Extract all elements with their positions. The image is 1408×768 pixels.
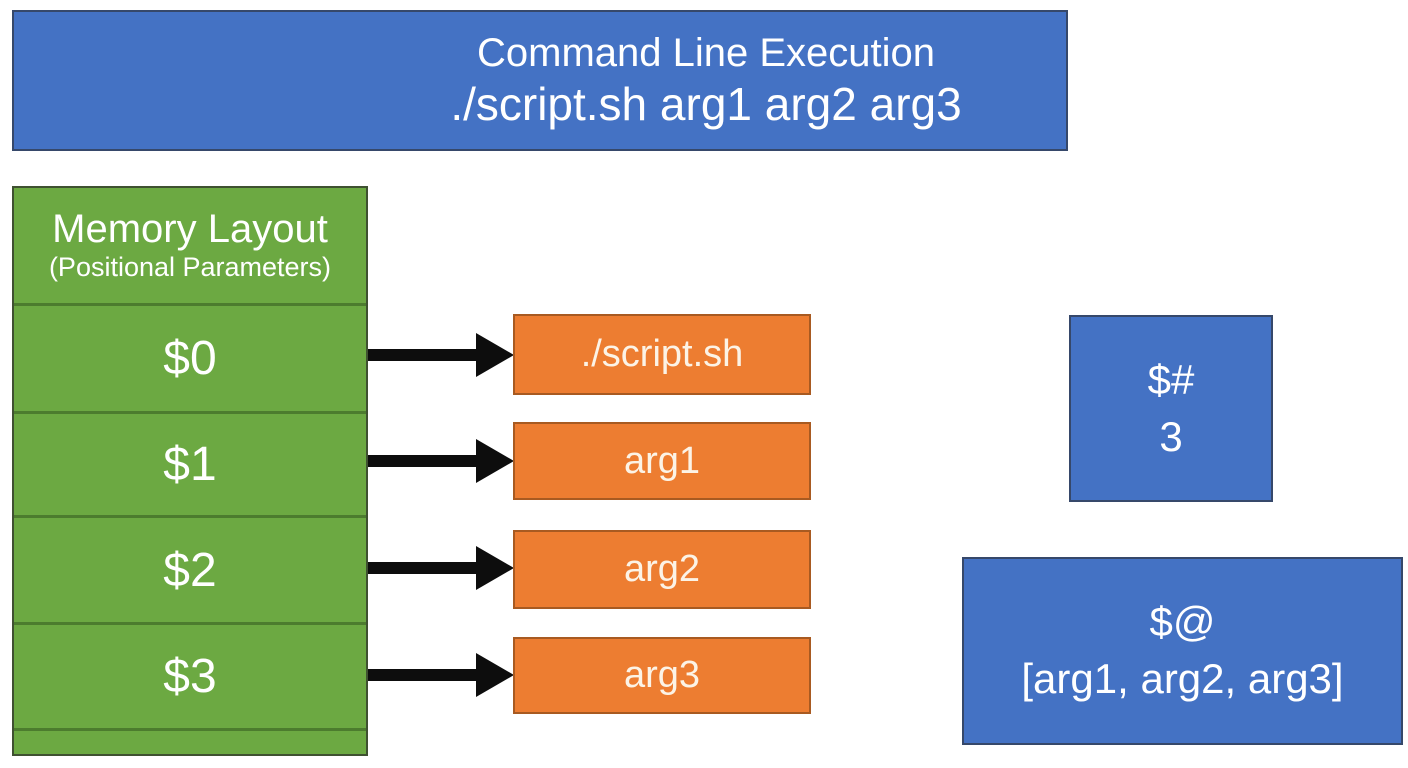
special-var-count-box: $# 3 — [1069, 315, 1273, 502]
value-box-arg1-label: arg1 — [623, 439, 701, 482]
memory-slot-1-label: $1 — [163, 438, 217, 491]
special-var-all-box: $@ [arg1, arg2, arg3] — [962, 557, 1403, 745]
memory-slot-0: $0 — [14, 303, 366, 411]
value-box-arg3: arg3 — [513, 637, 811, 714]
arrow-icon-slot1 — [368, 439, 514, 483]
value-box-script-label: ./script.sh — [580, 333, 744, 375]
memory-slot-empty — [14, 728, 366, 754]
value-box-arg1: arg1 — [513, 422, 811, 500]
memory-slot-2-label: $2 — [163, 543, 217, 597]
arrow-icon-slot3 — [368, 653, 514, 697]
banner-text-block: Command Line Execution ./script.sh arg1 … — [14, 29, 1066, 132]
command-line-banner: Command Line Execution ./script.sh arg1 … — [12, 10, 1068, 151]
banner-title: Command Line Execution — [476, 30, 936, 75]
memory-slot-2: $2 — [14, 515, 366, 622]
memory-slot-0-label: $0 — [163, 332, 217, 385]
arrow-icon-slot2 — [368, 546, 514, 590]
memory-layout-table: Memory Layout (Positional Parameters) $0… — [12, 186, 368, 756]
memory-slot-3: $3 — [14, 622, 366, 728]
memory-slot-3-label: $3 — [163, 650, 217, 703]
special-var-all-name: $@ — [1149, 598, 1216, 646]
memory-layout-title: Memory Layout — [52, 207, 328, 252]
value-box-arg3-label: arg3 — [623, 654, 701, 696]
arrow-icon-slot0 — [368, 333, 514, 377]
value-box-arg2-label: arg2 — [623, 548, 701, 590]
special-var-all-value: [arg1, arg2, arg3] — [1021, 655, 1344, 702]
value-box-arg2: arg2 — [513, 530, 811, 609]
memory-slot-1: $1 — [14, 411, 366, 515]
banner-command-text: ./script.sh arg1 arg2 arg3 — [450, 77, 962, 130]
special-var-count-value: 3 — [1159, 412, 1183, 460]
memory-layout-subtitle: (Positional Parameters) — [48, 252, 332, 283]
memory-layout-header: Memory Layout (Positional Parameters) — [14, 188, 366, 303]
value-box-script: ./script.sh — [513, 314, 811, 395]
special-var-count-name: $# — [1147, 355, 1195, 403]
